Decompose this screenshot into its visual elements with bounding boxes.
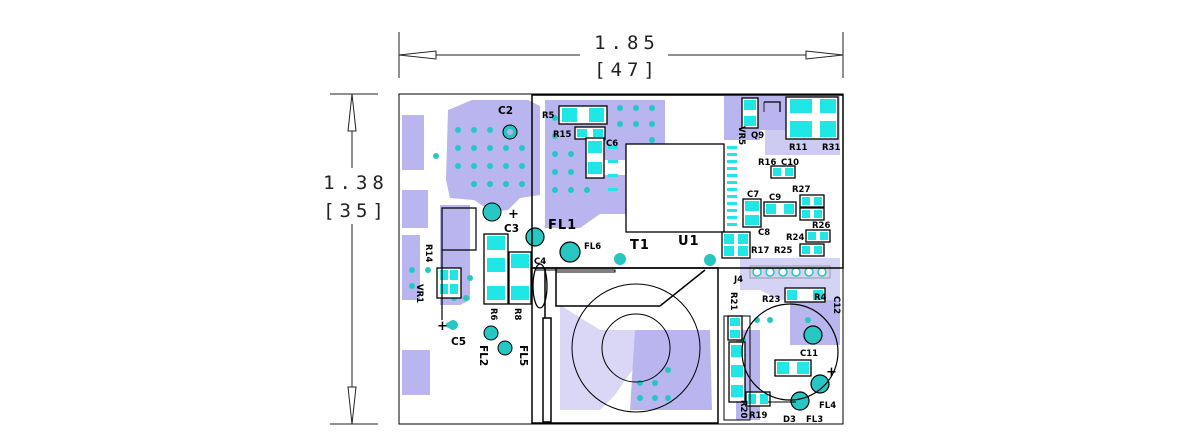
label-fl3: FL3	[806, 415, 823, 425]
label-r23: R23	[762, 295, 780, 305]
width-inches-label: 1.85	[594, 32, 660, 54]
label-r8: R8	[512, 308, 522, 321]
label-r19: R19	[749, 411, 767, 421]
label-fl2: FL2	[477, 345, 489, 366]
through-hole-pads	[448, 124, 830, 411]
label-r27: R27	[792, 185, 810, 195]
label-c11: C11	[800, 349, 818, 359]
label-fl4: FL4	[819, 401, 836, 411]
label-c7: C7	[747, 190, 759, 200]
label-u1: U1	[678, 234, 700, 249]
label-c10: C10	[781, 158, 799, 168]
label-r11: R11	[789, 143, 807, 153]
label-fl1: FL1	[548, 218, 577, 233]
label-r25: R25	[774, 246, 792, 256]
label-r14: R14	[423, 244, 433, 262]
label-fl5: FL5	[517, 345, 529, 366]
label-c3: C3	[504, 223, 519, 235]
label-c2: C2	[498, 105, 513, 117]
height-dimension	[330, 93, 378, 425]
height-inches-label: 1.38	[323, 172, 389, 194]
label-c8: C8	[758, 228, 770, 238]
label-d3: D3	[783, 415, 796, 425]
label-r26: R26	[812, 221, 830, 231]
silkscreen-outlines	[441, 94, 844, 424]
height-mm-label: [35]	[323, 200, 389, 222]
width-mm-label: [47]	[594, 59, 660, 81]
label-r24: R24	[786, 233, 804, 243]
smd-components	[436, 96, 839, 407]
label-r15: R15	[553, 130, 571, 140]
label-r17: R17	[751, 246, 769, 256]
label-c5: C5	[451, 336, 466, 348]
c11-polarity-mark: +	[826, 365, 838, 380]
width-dimension	[398, 32, 844, 78]
label-j4: J4	[733, 275, 743, 285]
label-r20: R20	[738, 400, 748, 418]
label-vr5: VR5	[736, 126, 746, 145]
label-r16: R16	[758, 158, 776, 168]
label-r31: R31	[822, 143, 840, 153]
reference-designators: C2 R5 R15 C6 VR5 Q9 R11 R31 R16 C10 C7 C…	[414, 105, 841, 425]
c3-polarity-mark: +	[508, 207, 520, 222]
label-q9: Q9	[751, 131, 764, 141]
label-vr1: VR1	[414, 284, 424, 303]
label-c12: C12	[831, 296, 841, 314]
label-r6: R6	[488, 308, 498, 321]
label-c6: C6	[606, 139, 618, 149]
vr1-polarity-mark: +	[437, 319, 449, 334]
label-t1: T1	[630, 238, 650, 253]
label-r4: R4	[814, 293, 827, 303]
label-fl6: FL6	[584, 242, 601, 252]
label-r5: R5	[542, 111, 555, 121]
label-c9: C9	[769, 193, 781, 203]
label-r21: R21	[728, 292, 738, 310]
label-c4: C4	[534, 257, 546, 267]
